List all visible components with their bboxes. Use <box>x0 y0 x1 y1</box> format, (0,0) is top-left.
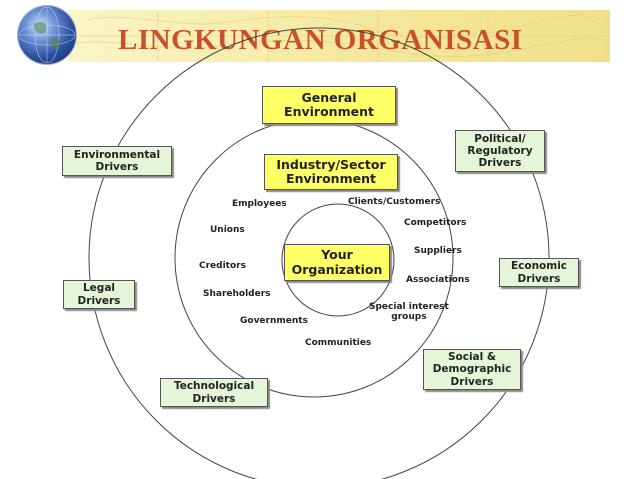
label-special-interest-groups: Special interest groups <box>369 302 449 323</box>
title-banner <box>68 10 610 62</box>
label-clients-customers: Clients/Customers <box>348 197 441 207</box>
label-associations: Associations <box>406 275 470 285</box>
label-creditors: Creditors <box>199 261 246 271</box>
label-governments: Governments <box>240 316 308 326</box>
slide-title: LINGKUNGAN ORGANISASI <box>118 24 523 56</box>
label-competitors: Competitors <box>404 218 467 228</box>
label-communities: Communities <box>305 338 372 348</box>
environmental-drivers-box: Environmental Drivers <box>62 146 172 176</box>
industry-environment-box: Industry/Sector Environment <box>264 154 398 190</box>
globe-icon <box>18 6 76 64</box>
label-shareholders: Shareholders <box>203 289 271 299</box>
label-employees: Employees <box>232 199 287 209</box>
map-watermark <box>68 10 610 62</box>
label-unions: Unions <box>210 225 245 235</box>
your-organization-box: Your Organization <box>284 244 390 281</box>
social-demographic-drivers-box: Social & Demographic Drivers <box>423 349 521 390</box>
economic-drivers-box: Economic Drivers <box>499 258 579 287</box>
legal-drivers-box: Legal Drivers <box>63 280 135 309</box>
organization-ring <box>281 203 395 317</box>
general-environment-box: General Environment <box>262 86 396 124</box>
label-suppliers: Suppliers <box>414 246 462 256</box>
technological-drivers-box: Technological Drivers <box>160 378 268 407</box>
political-regulatory-drivers-box: Political/ Regulatory Drivers <box>455 130 545 172</box>
